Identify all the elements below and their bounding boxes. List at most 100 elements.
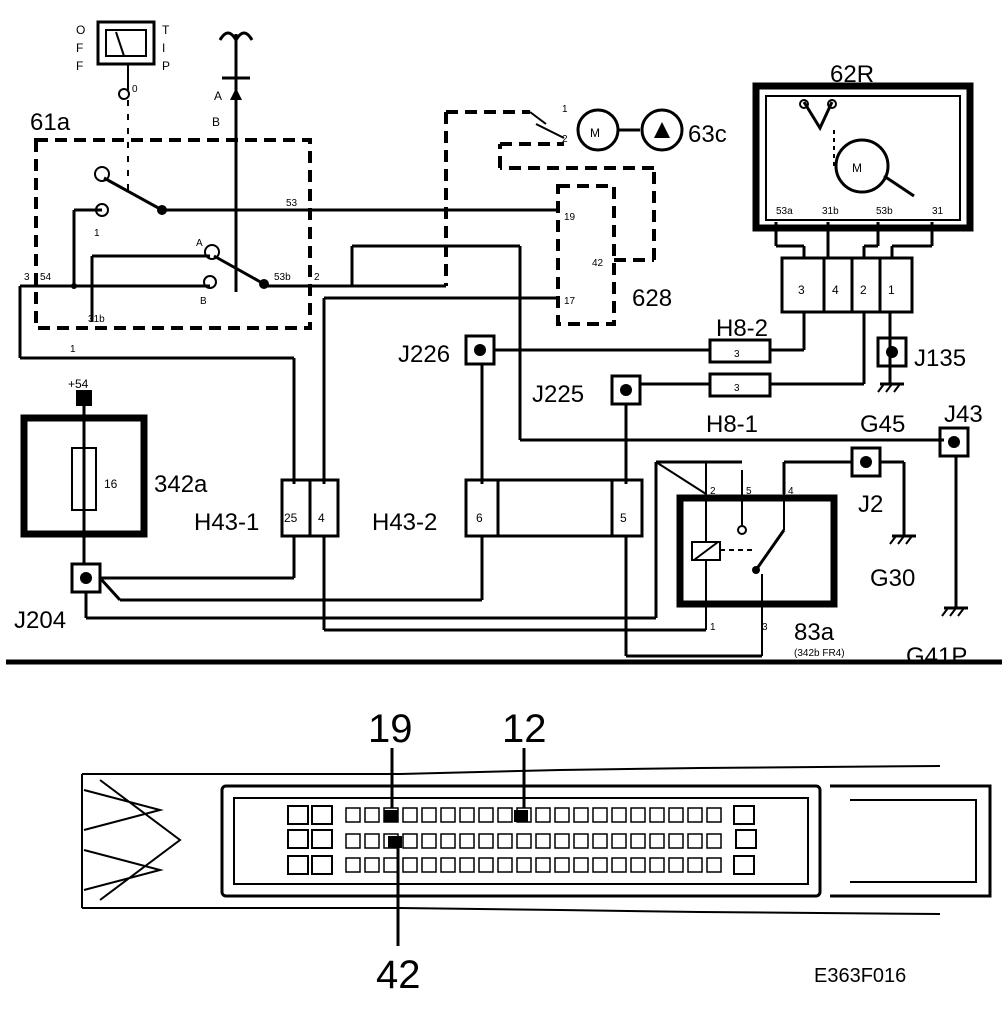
svg-text:5: 5: [746, 486, 752, 497]
connector-pin: [516, 857, 532, 873]
label-off-o: O: [76, 23, 85, 37]
connector-pin: [649, 807, 665, 823]
connector-h8-2: [708, 338, 772, 364]
connector-pin: [345, 857, 361, 873]
connector-pin: [611, 833, 627, 849]
connector-pin-large: [735, 829, 757, 849]
svg-text:3: 3: [762, 622, 768, 633]
connector-pin: [668, 833, 684, 849]
label-h43-1: H43-1: [194, 509, 259, 536]
connector-pin: [554, 857, 570, 873]
connector-pin: [459, 857, 475, 873]
connector-pin: [573, 833, 589, 849]
connector-pin: [668, 807, 684, 823]
connector-pin-large: [733, 805, 755, 825]
label-g45: G45: [860, 411, 905, 438]
connector-pin: [535, 857, 551, 873]
connector-pin: [706, 833, 722, 849]
svg-text:3: 3: [734, 383, 740, 394]
pin-label-12: 12: [502, 707, 547, 751]
label-g41p: G41P: [906, 643, 967, 670]
relay-83a-box: [676, 494, 838, 608]
connector-pin: [402, 857, 418, 873]
connector-pin: [459, 807, 475, 823]
svg-text:4: 4: [788, 486, 794, 497]
fuse-16: [71, 447, 97, 511]
svg-text:53b: 53b: [274, 272, 291, 283]
connector-pin: [630, 857, 646, 873]
connector-pin: [459, 833, 475, 849]
connector-pin-large: [287, 805, 309, 825]
connector-pin: [630, 833, 646, 849]
label-j226: J226: [398, 341, 450, 368]
svg-text:31b: 31b: [822, 206, 839, 217]
svg-text:1: 1: [710, 622, 716, 633]
svg-text:2: 2: [860, 283, 867, 297]
svg-text:I: I: [162, 41, 165, 55]
label-switch-0: 0: [132, 84, 138, 95]
connector-pin: [402, 807, 418, 823]
connector-pin: [421, 807, 437, 823]
label-j204: J204: [14, 607, 66, 634]
ecu-connector: [81, 765, 992, 915]
svg-text:19: 19: [564, 212, 576, 223]
fuse-box-342a: [20, 414, 148, 538]
connector-h8-1: [708, 372, 772, 398]
pin-label-19: 19: [368, 707, 413, 751]
svg-text:3: 3: [798, 283, 805, 297]
connector-pin: [364, 857, 380, 873]
svg-text:1: 1: [70, 344, 76, 355]
connector-pin: [592, 807, 608, 823]
connector-pin-large: [311, 855, 333, 875]
connector-pin: [611, 807, 627, 823]
connector-pin: [630, 807, 646, 823]
connector-pin-large: [287, 855, 309, 875]
svg-text:B: B: [200, 296, 207, 307]
motor-connector-block: [780, 256, 914, 314]
pin-19: [384, 810, 398, 822]
label-83a: 83a: [794, 619, 835, 646]
svg-text:1: 1: [888, 283, 895, 297]
svg-text:25: 25: [284, 511, 298, 525]
connector-pin: [573, 807, 589, 823]
wiper-motor: [834, 138, 890, 194]
connector-pin: [668, 857, 684, 873]
switch-61a-enclosure: [34, 138, 312, 330]
svg-text:F: F: [76, 59, 83, 73]
label-g30: G30: [870, 565, 915, 592]
label-342a: 342a: [154, 471, 208, 498]
connector-pin: [440, 833, 456, 849]
svg-text:42: 42: [592, 258, 604, 269]
svg-text:B: B: [212, 115, 220, 129]
svg-text:+54: +54: [68, 377, 89, 391]
connector-pin: [345, 833, 361, 849]
connector-pin: [497, 857, 513, 873]
connector-pin: [421, 833, 437, 849]
svg-text:17: 17: [564, 296, 576, 307]
connector-pin-large: [311, 805, 333, 825]
connector-pin: [478, 807, 494, 823]
connector-pin: [364, 833, 380, 849]
svg-text:3: 3: [734, 349, 740, 360]
svg-text:2: 2: [562, 134, 568, 145]
connector-pin: [687, 833, 703, 849]
connector-pin: [497, 807, 513, 823]
pin-42: [388, 836, 402, 848]
svg-text:31: 31: [932, 206, 944, 217]
switch-knob-box: [96, 20, 156, 66]
svg-text:A: A: [196, 238, 203, 249]
svg-text:F: F: [76, 41, 83, 55]
connector-pin-large: [733, 855, 755, 875]
connector-pin-large: [311, 829, 333, 849]
connector-h43-2: [464, 478, 644, 538]
label-h8-2: H8-2: [716, 315, 768, 342]
svg-text:1: 1: [94, 228, 100, 239]
component-628-box: [556, 184, 616, 326]
svg-text:(342b FR4): (342b FR4): [794, 648, 845, 659]
connector-pin: [364, 807, 380, 823]
connector-pin: [592, 833, 608, 849]
label-628: 628: [632, 285, 672, 312]
svg-text:54: 54: [40, 272, 52, 283]
svg-text:1: 1: [562, 104, 568, 115]
